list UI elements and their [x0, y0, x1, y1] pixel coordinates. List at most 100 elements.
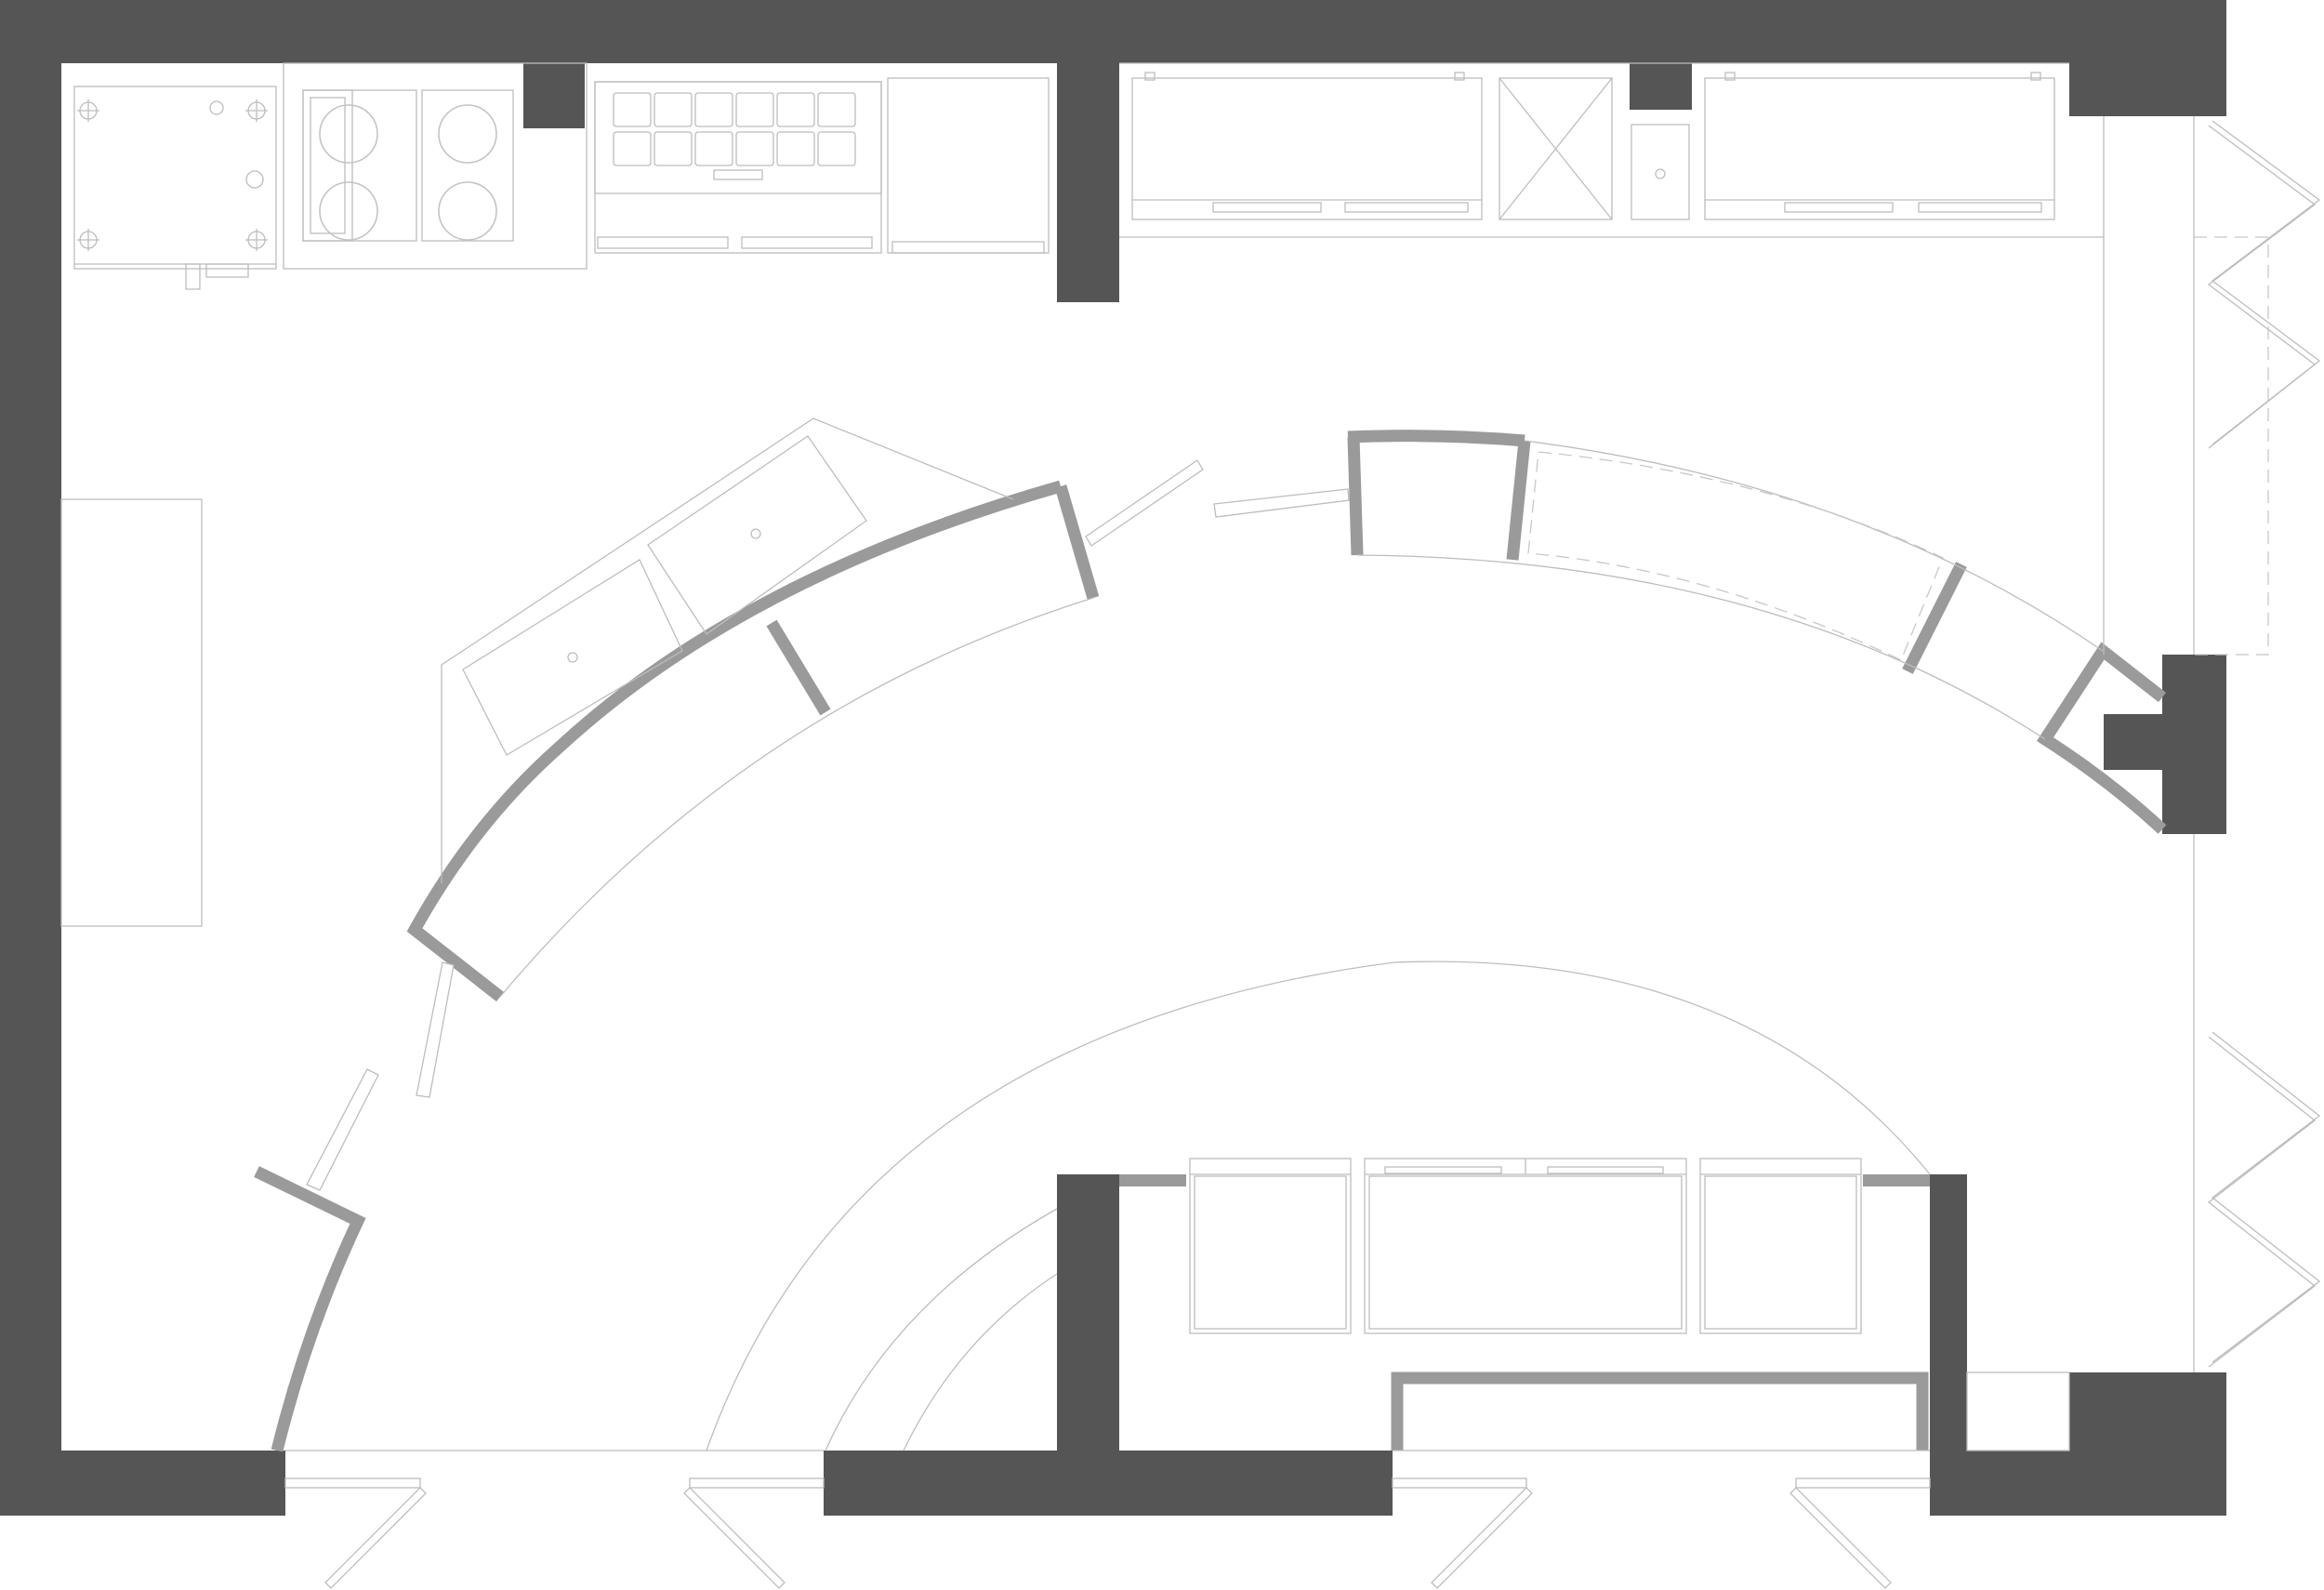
gastronorm-well	[613, 92, 652, 127]
unit-body	[1189, 1158, 1352, 1334]
wall-bottom-left	[0, 1451, 285, 1516]
cap-inner-right	[1863, 1174, 1930, 1186]
induction-hob	[421, 89, 514, 242]
partition-lower-left	[254, 1166, 366, 1452]
handle-icon	[713, 169, 763, 180]
cap-inner-left	[1119, 1174, 1186, 1186]
ice-machine	[1499, 77, 1613, 220]
drain-icon	[567, 652, 578, 663]
floor-arc-outer	[706, 961, 1931, 1451]
left-storage-counter	[60, 498, 203, 927]
hand-sink-body	[1631, 124, 1690, 220]
top-right-equipment	[1119, 62, 2105, 655]
handle-icon	[185, 263, 201, 290]
door-frame	[1392, 1477, 1527, 1489]
hob-outer-frame	[302, 89, 417, 242]
fridge-handle	[1212, 202, 1322, 213]
door-leaf	[2211, 1031, 2321, 1363]
opening-left-low	[306, 1068, 379, 1191]
bar-end-right	[2036, 642, 2167, 834]
door-leaf	[683, 1487, 786, 1589]
pillar-top-center	[1057, 63, 1119, 302]
wall-bottom-right	[1930, 1451, 2226, 1516]
unit-inner	[1368, 1175, 1683, 1330]
crosshair-icon	[245, 229, 268, 251]
fridge-body	[1131, 77, 1483, 220]
sink-basin-left	[462, 559, 683, 756]
front-door-left	[683, 1477, 825, 1589]
door-leaf	[324, 1487, 427, 1589]
fridge-handle	[1344, 202, 1469, 213]
knob-icon	[209, 100, 224, 115]
bar-front-left-arc	[499, 597, 1094, 998]
bottom-room-equipment	[285, 1158, 2070, 1451]
fridge-top-bracket	[1144, 72, 1155, 81]
gastronorm-well	[817, 131, 856, 166]
gastronorm-well	[817, 92, 856, 127]
entrance-door	[284, 1477, 427, 1589]
opening-top-right	[1213, 488, 1350, 518]
bain-marie-body	[594, 81, 882, 254]
door-frame	[1795, 1477, 1931, 1489]
crosshair-icon	[77, 99, 99, 122]
refrigerator-left	[1131, 72, 1483, 220]
unit-inner	[1704, 1175, 1857, 1330]
fridge-handle	[1784, 202, 1894, 213]
gastronorm-well	[613, 131, 652, 166]
hob-ring-icon	[438, 181, 497, 241]
pillar-right-mid	[2162, 655, 2226, 834]
unit-body	[1364, 1158, 1687, 1334]
pillar-top-mid	[1630, 63, 1692, 110]
gastronorm-well	[735, 131, 774, 166]
bar-partition-right-start	[1347, 436, 1364, 556]
wall-top	[0, 0, 2226, 63]
front-doors	[284, 1477, 1931, 1589]
unit-inner	[1194, 1175, 1347, 1330]
folding-door-upper	[2207, 120, 2321, 449]
drawer	[741, 236, 873, 249]
gastronorm-well	[694, 92, 733, 127]
pillar-top-left	[523, 63, 585, 128]
bar-partition-left-end	[1054, 484, 1100, 600]
handle-icon	[205, 263, 249, 278]
crosshair-icon	[77, 229, 99, 251]
wall-bottom-center	[824, 1451, 1393, 1516]
bar-front-right-arc	[1356, 554, 2046, 740]
gastronorm-wells	[613, 92, 856, 166]
bar-partition-left-back	[406, 480, 1063, 1002]
bar-divider-right-2	[1902, 562, 1967, 674]
floor-arc-inner	[903, 1273, 1058, 1451]
hob-ring-icon	[319, 181, 378, 241]
hob-frame	[421, 89, 514, 242]
bar-divider-right-1	[1506, 440, 1531, 561]
cooktop-burners	[74, 99, 276, 290]
partition-bottom-room	[1391, 1371, 1929, 1451]
front-door-center	[1392, 1477, 1533, 1589]
pillar-right-mid-nub	[2104, 714, 2162, 770]
pillar-top-right	[2069, 63, 2226, 116]
gastronorm-well	[776, 131, 815, 166]
door-leaf	[2207, 1036, 2317, 1368]
curved-bar	[254, 430, 2167, 1452]
pillar-bottom-right	[2069, 1372, 2226, 1451]
refrigerator-right	[1704, 72, 2055, 220]
structural-walls	[0, 0, 2226, 1516]
induction-hob	[302, 89, 378, 242]
gastronorm-well	[694, 131, 733, 166]
ice-machine-body	[1499, 77, 1613, 220]
fridge-body	[1704, 77, 2055, 220]
floor-arc-mid	[825, 1208, 1058, 1451]
drain-icon	[750, 528, 761, 539]
fridge-handle	[1918, 202, 2042, 213]
display-case-outline	[1527, 451, 1944, 661]
dishwasher-left	[1189, 1158, 1352, 1334]
hand-sink	[1631, 124, 1690, 220]
fridge-handle	[1384, 1166, 1502, 1174]
fridge-top-bracket	[1454, 72, 1465, 81]
gastronorm-well	[735, 92, 774, 127]
opening-left-mid	[416, 961, 455, 1098]
fridge-top-bracket	[2030, 72, 2041, 81]
door-leaf	[1431, 1487, 1533, 1589]
door-leaf	[2211, 120, 2321, 445]
